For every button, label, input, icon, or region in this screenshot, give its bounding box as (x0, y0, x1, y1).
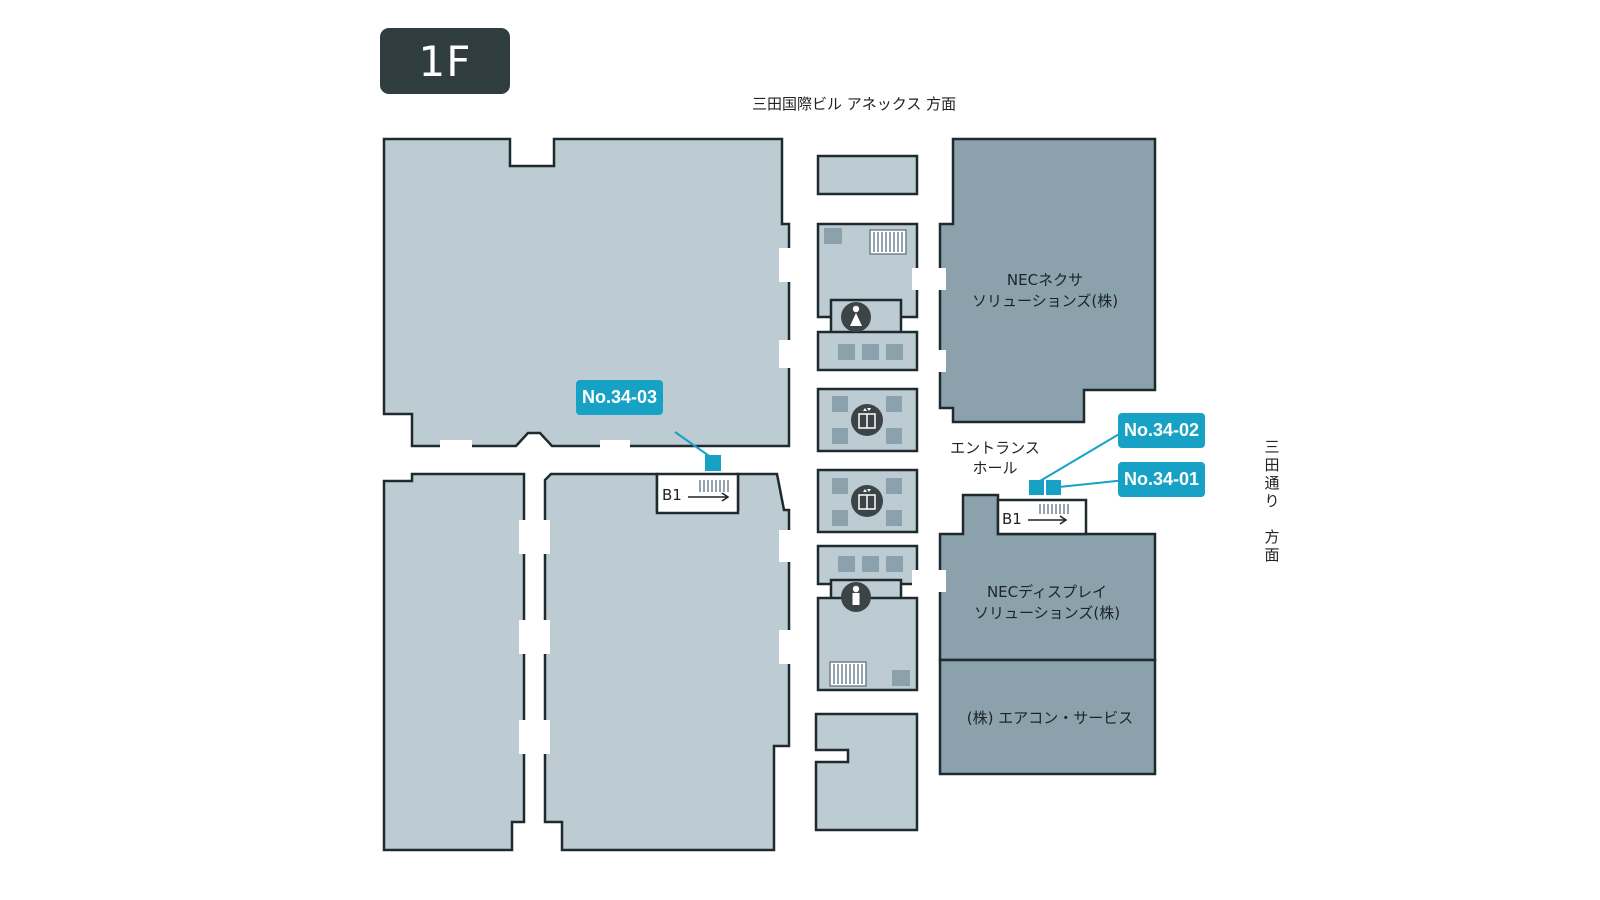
tenant-display-line2: ソリューションズ(株) (973, 604, 1121, 622)
core-block-top (816, 154, 919, 196)
elevator-icon (851, 485, 883, 517)
restroom-male-icon (841, 582, 871, 612)
tenant-aircon-line1: (株) エアコン・サービス (966, 709, 1134, 727)
marker-point-34-02 (1029, 429, 1127, 495)
tenant-nexsa: NECネクサ ソリューションズ(株) (970, 270, 1120, 312)
floor-badge: 1F (380, 28, 510, 94)
stairs-core-lower (829, 661, 867, 687)
tenant-nexsa-line2: ソリューションズ(株) (971, 292, 1119, 310)
marker-point-34-01 (1046, 479, 1127, 495)
tenant-aircon: (株) エアコン・サービス (960, 708, 1140, 729)
direction-label-top: 三田国際ビル アネックス 方面 (752, 95, 957, 113)
entrance-hall-label: エントランス ホール (940, 438, 1050, 478)
marker-tag-34-03[interactable]: No.34-03 (576, 380, 664, 415)
tenant-display: NECディスプレイ ソリューションズ(株) (962, 582, 1132, 624)
room-nexsa (938, 137, 1157, 424)
room-lower-center (543, 472, 791, 852)
room-lower-left (382, 472, 526, 852)
stairs-b1-label-left: B1 (662, 486, 682, 504)
marker-point-34-03 (674, 431, 721, 471)
elevator-icon (851, 404, 883, 436)
tenant-nexsa-line1: NECネクサ (1006, 271, 1084, 289)
marker-tag-34-01[interactable]: No.34-01 (1118, 462, 1206, 497)
room-aircon (938, 658, 1157, 776)
room-upper-left (382, 137, 791, 448)
entrance-hall-line1: エントランス (950, 439, 1040, 457)
marker-tag-34-02[interactable]: No.34-02 (1118, 413, 1206, 448)
core-block-bottom (814, 712, 919, 832)
tenant-display-line1: NECディスプレイ (986, 583, 1108, 601)
stairs-core-upper (869, 229, 907, 255)
entrance-hall-line2: ホール (972, 459, 1018, 477)
restroom-female-icon (841, 302, 871, 332)
stairs-b1-right (996, 498, 1088, 536)
stairs-b1-label-right: B1 (1002, 510, 1022, 528)
direction-label-right: 三 田 通 り 方 面 (1264, 438, 1280, 564)
